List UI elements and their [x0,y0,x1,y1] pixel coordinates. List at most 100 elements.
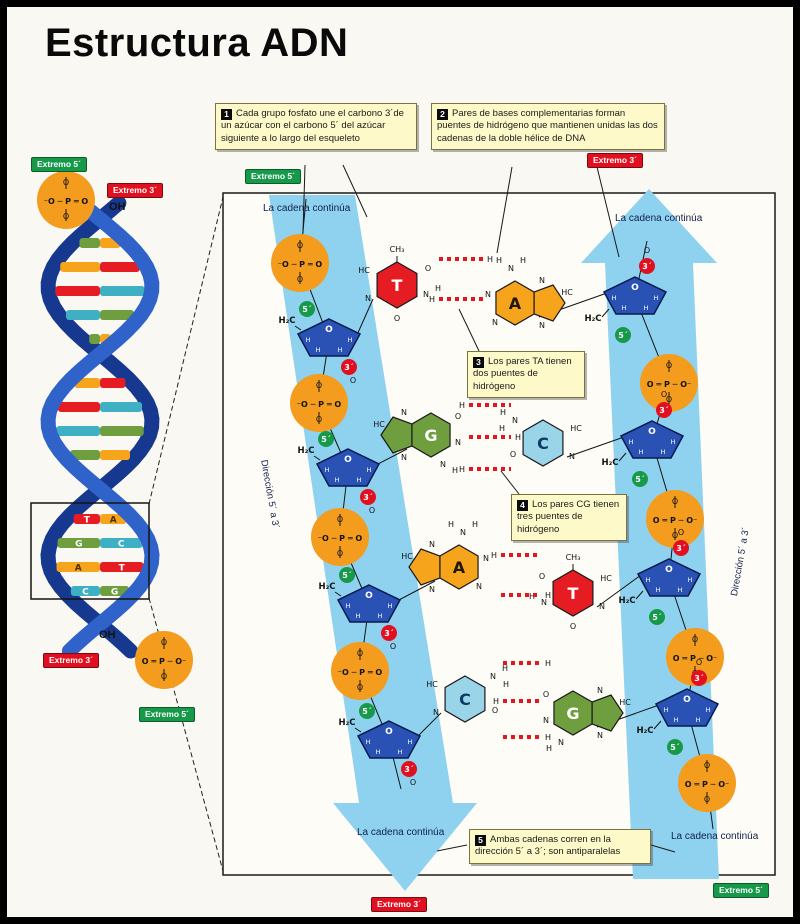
svg-text:HC: HC [561,288,573,297]
svg-text:N: N [433,708,439,717]
five-prime-marker: 5´ [359,703,375,719]
svg-text:HC: HC [426,680,438,689]
svg-text:HC: HC [401,552,413,561]
svg-text:G: G [566,704,579,723]
svg-text:HC: HC [358,266,370,275]
phosphate-group: O ⁻O ─ P ═ O O [271,234,329,292]
hydrogen-bond: H [459,401,511,410]
svg-text:O: O [337,549,343,558]
svg-text:O: O [543,690,549,699]
svg-text:H: H [366,738,371,746]
svg-text:T: T [392,276,403,295]
svg-text:H₂C: H₂C [318,582,335,592]
svg-text:N: N [483,554,489,563]
svg-text:O: O [316,415,322,424]
svg-text:O: O [631,283,639,293]
callout-ta-bonds: 3 Los pares TA tienen dos puentes de hid… [467,351,585,399]
hydrogen-bond: H [493,697,541,706]
svg-text:O: O [325,325,333,335]
svg-text:5´: 5´ [670,742,680,752]
svg-text:H: H [656,586,661,594]
svg-text:⁻O ─ P ═ O: ⁻O ─ P ═ O [297,400,342,409]
left-strand-top-label: La cadena continúa [263,203,351,214]
svg-text:H: H [639,448,644,456]
svg-text:H₂C: H₂C [297,446,314,456]
callout-phosphate-backbone: 1 Cada grupo fosfato une el carbono 3´de… [215,103,417,151]
svg-text:O: O [692,635,698,644]
svg-text:O: O [704,795,710,804]
svg-text:3´: 3´ [676,543,686,553]
svg-text:O: O [297,241,303,250]
svg-text:3´: 3´ [659,405,669,415]
svg-text:O: O [666,395,672,404]
helix-extremo-3-bottom-badge: Extremo 3´ [43,653,99,668]
svg-text:H: H [545,659,551,668]
svg-text:3´: 3´ [344,362,354,372]
svg-text:O: O [394,314,400,323]
svg-text:HC: HC [570,424,582,433]
svg-text:H: H [502,664,508,673]
svg-text:⁻O ─ P ═ O: ⁻O ─ P ═ O [278,260,323,269]
svg-text:3´: 3´ [363,492,373,502]
svg-text:⁻O ─ P ═ O: ⁻O ─ P ═ O [318,534,363,543]
three-prime-marker: 3´ [656,402,672,418]
svg-text:O ═ P ─ O⁻: O ═ P ─ O⁻ [142,657,186,666]
svg-text:H: H [546,744,552,753]
frame-extremo-5-top-badge: Extremo 5´ [245,169,301,184]
svg-text:N: N [558,738,564,747]
phosphate-group: O⁻O ─ P ═ OO [331,642,389,700]
hydrogen-bond: H [429,295,483,304]
svg-text:O: O [492,706,498,715]
svg-text:HC: HC [619,698,631,707]
svg-text:O ═ P ─ O⁻: O ═ P ─ O⁻ [647,380,691,389]
svg-text:O: O [683,695,691,705]
svg-text:G: G [424,426,437,445]
svg-text:5´: 5´ [635,474,645,484]
svg-text:H: H [367,466,372,474]
svg-text:H: H [499,424,505,433]
svg-text:H: H [678,586,683,594]
svg-text:H: H [325,466,330,474]
svg-text:HC: HC [373,420,385,429]
hydrogen-bond: H [469,433,521,442]
left-strand-bottom-label: La cadena continúa [357,827,445,838]
phosphate-group: O⁻O ─ P ═ OO [290,374,348,432]
svg-text:H: H [629,438,634,446]
svg-text:H: H [503,680,509,689]
svg-text:N: N [539,321,545,330]
frame-extremo-3-bottom-badge: Extremo 3´ [371,897,427,912]
frame-extremo-3-top-badge: Extremo 3´ [587,153,643,168]
svg-text:A: A [75,564,82,574]
hydrogen-bond: H [459,465,511,474]
five-prime-marker: 5´ [299,301,315,317]
svg-text:N: N [597,731,603,740]
callout-5-text: Ambas cadenas corren en la dirección 5´ … [475,834,621,858]
svg-text:H: H [622,304,627,312]
svg-text:O: O [63,178,69,187]
svg-text:O: O [344,455,352,465]
svg-text:O: O [297,275,303,284]
svg-text:H: H [529,592,535,601]
svg-text:3´: 3´ [404,764,414,774]
hydrogen-bond: H [491,551,541,560]
svg-text:H₂C: H₂C [618,596,635,606]
svg-text:N: N [539,276,545,285]
svg-text:⁻O ─ P ═ O: ⁻O ─ P ═ O [338,668,383,677]
five-prime-marker: 5´ [318,431,334,447]
svg-text:O: O [672,531,678,540]
svg-text:H₂C: H₂C [338,718,355,728]
svg-text:5´: 5´ [618,330,628,340]
phosphate-group: O⁻O ─ P ═ OO [37,171,95,229]
svg-text:C: C [118,540,125,550]
svg-text:O: O [539,572,545,581]
three-prime-marker: 3´ [401,761,417,777]
svg-text:O: O [455,412,461,421]
svg-text:G: G [75,540,82,550]
phosphate-group: OO ═ P ─ O⁻O [646,490,704,548]
